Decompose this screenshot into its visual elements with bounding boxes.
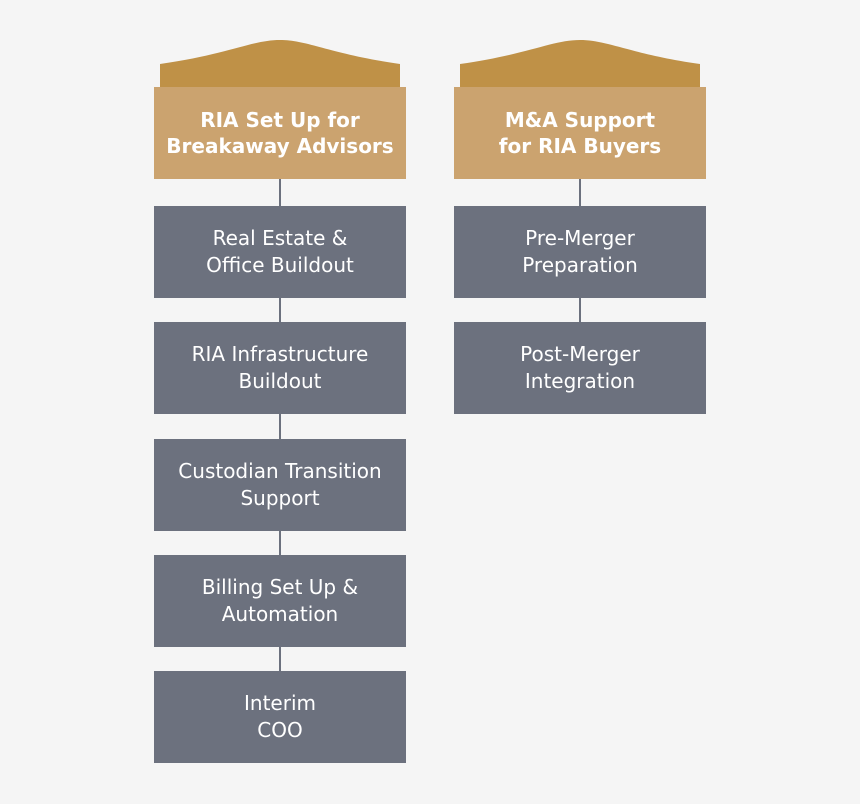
service-item-label: Interim COO <box>244 691 316 742</box>
service-item-label: Billing Set Up & Automation <box>201 575 359 626</box>
service-item-label: Post-Merger Integration <box>520 342 640 393</box>
service-column-breakaway: RIA Set Up for Breakaway Advisors Real E… <box>154 0 406 804</box>
roof-icon <box>160 40 400 88</box>
service-item-label: Custodian Transition Support <box>178 459 382 510</box>
service-item-label: Real Estate & Office Buildout <box>206 226 354 277</box>
connector-line <box>279 531 281 555</box>
service-column-ma-support: M&A Support for RIA Buyers Pre-Merger Pr… <box>454 0 706 804</box>
service-item: Billing Set Up & Automation <box>154 555 406 647</box>
column-header: M&A Support for RIA Buyers <box>454 87 706 179</box>
column-header-label: RIA Set Up for Breakaway Advisors <box>166 108 394 158</box>
connector-line <box>279 298 281 322</box>
connector-line <box>279 414 281 439</box>
column-header-label: M&A Support for RIA Buyers <box>498 108 662 158</box>
service-item: Real Estate & Office Buildout <box>154 206 406 298</box>
service-item-label: RIA Infrastructure Buildout <box>191 342 369 393</box>
column-header: RIA Set Up for Breakaway Advisors <box>154 87 406 179</box>
service-item: Custodian Transition Support <box>154 439 406 531</box>
service-item: Interim COO <box>154 671 406 763</box>
connector-line <box>579 179 581 206</box>
connector-line <box>279 179 281 206</box>
service-item: RIA Infrastructure Buildout <box>154 322 406 414</box>
connector-line <box>579 298 581 322</box>
connector-line <box>279 647 281 671</box>
service-item: Post-Merger Integration <box>454 322 706 414</box>
service-item-label: Pre-Merger Preparation <box>522 226 638 277</box>
roof-icon <box>460 40 700 88</box>
service-item: Pre-Merger Preparation <box>454 206 706 298</box>
